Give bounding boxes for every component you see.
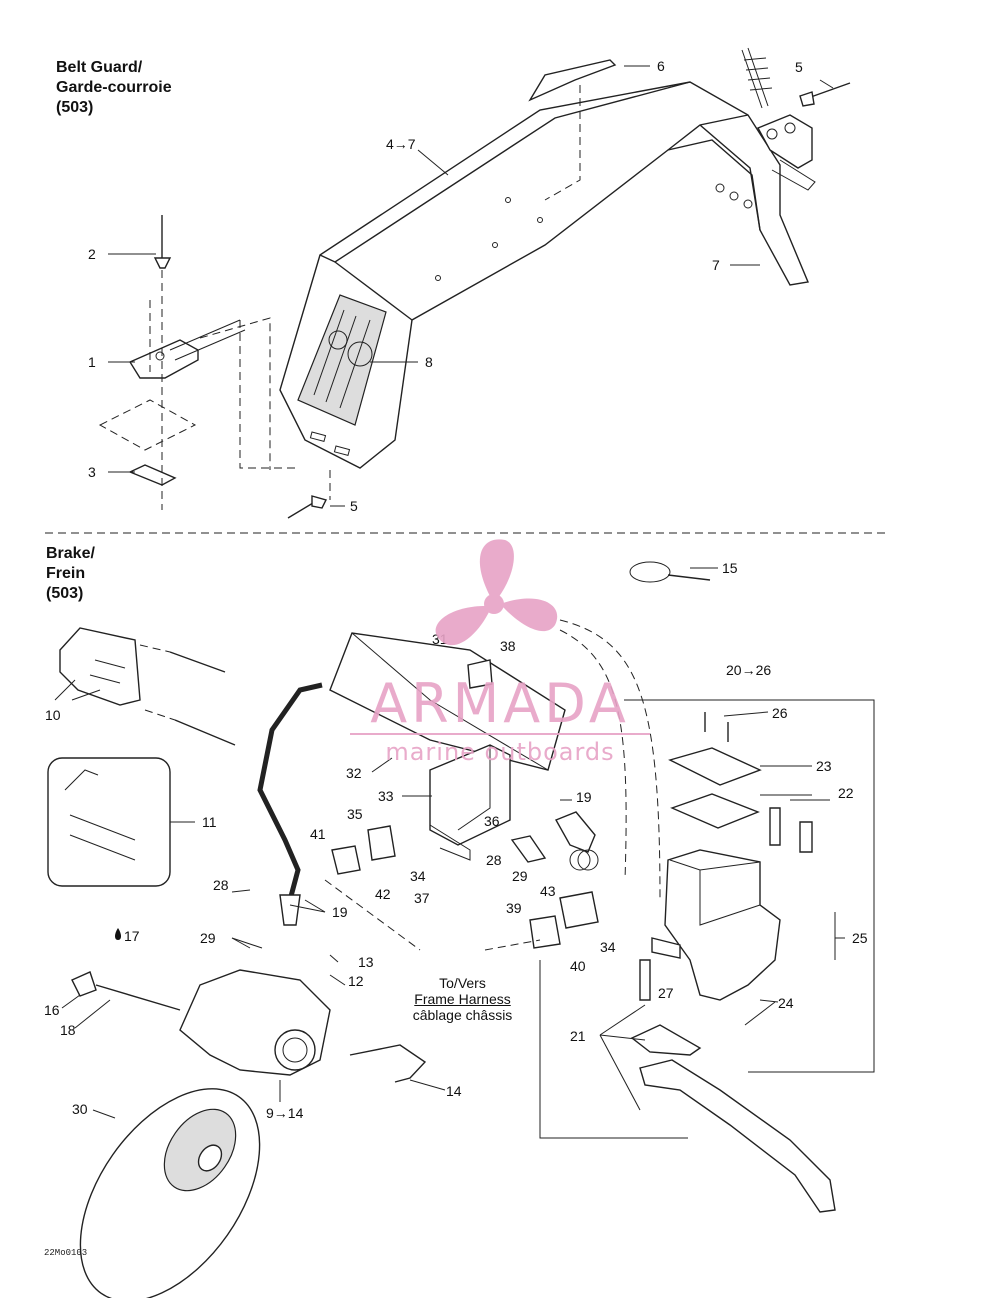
callout-17: 17 <box>124 928 140 944</box>
callout-43: 43 <box>540 883 556 899</box>
callout-33: 33 <box>378 788 394 804</box>
drawing-code: 22Mo0103 <box>44 1248 88 1258</box>
brake-title: Brake/ Frein (503) <box>46 544 95 604</box>
frame-harness-en: Frame Harness <box>414 991 511 1007</box>
callout-32: 32 <box>346 765 362 781</box>
callout-18: 18 <box>60 1022 76 1038</box>
callout-24: 24 <box>778 995 794 1011</box>
belt-guard-title-fr: Garde-courroie <box>56 79 172 96</box>
brake-title-fr: Frein <box>46 565 86 582</box>
callout-34-lower: 34 <box>600 939 616 955</box>
callout-2: 2 <box>88 246 96 262</box>
callout-34-upper: 34 <box>410 868 426 884</box>
callout-16: 16 <box>44 1002 60 1018</box>
callout-42: 42 <box>375 886 391 902</box>
propeller-logo-icon <box>435 539 558 646</box>
callout-30: 30 <box>72 1101 88 1117</box>
callout-labels: 2 1 3 5 5 6 4→7 7 8 15 31 38 20→26 26 23… <box>44 58 868 1121</box>
callout-35: 35 <box>347 806 363 822</box>
callout-27: 27 <box>658 985 674 1001</box>
callout-36: 36 <box>484 813 500 829</box>
callout-13: 13 <box>358 954 374 970</box>
callout-5-bottom: 5 <box>350 498 358 514</box>
callout-38: 38 <box>500 638 516 654</box>
callout-29-left: 29 <box>200 930 216 946</box>
callout-6: 6 <box>657 58 665 74</box>
callout-12: 12 <box>348 973 364 989</box>
callout-19-upper: 19 <box>576 789 592 805</box>
callout-21: 21 <box>570 1028 586 1044</box>
grease-drop-icon <box>115 928 121 940</box>
belt-guard-title-en: Belt Guard/ <box>56 59 143 76</box>
callout-20-26: 20→26 <box>726 662 771 678</box>
callout-11: 11 <box>202 814 217 830</box>
armada-watermark: ARMADA marine outboards <box>350 539 650 766</box>
brake-model: (503) <box>46 585 84 602</box>
callout-23: 23 <box>816 758 832 774</box>
callout-3: 3 <box>88 464 96 480</box>
frame-harness-to: To/Vers <box>439 975 486 991</box>
callout-15: 15 <box>722 560 738 576</box>
callout-14: 14 <box>446 1083 462 1099</box>
callout-37: 37 <box>414 890 430 906</box>
callout-1: 1 <box>88 354 96 370</box>
callout-26: 26 <box>772 705 788 721</box>
belt-guard-assembly <box>98 47 851 519</box>
kit-box <box>47 757 171 887</box>
callout-9-14: 9→14 <box>266 1105 304 1121</box>
callout-39: 39 <box>506 900 522 916</box>
frame-harness-note: To/Vers Frame Harness câblage châssis <box>395 975 530 1023</box>
belt-guard-title: Belt Guard/ Garde-courroie (503) <box>56 58 172 118</box>
frame-harness-fr: câblage châssis <box>412 1007 513 1023</box>
callout-25: 25 <box>852 930 868 946</box>
watermark-brand: ARMADA <box>370 672 630 735</box>
belt-guard-model: (503) <box>56 99 94 116</box>
callout-4-7: 4→7 <box>386 136 416 152</box>
callout-28-right: 28 <box>486 852 502 868</box>
callout-41: 41 <box>310 826 326 842</box>
callout-19-lower: 19 <box>332 904 348 920</box>
brake-title-en: Brake/ <box>46 545 95 562</box>
callout-40: 40 <box>570 958 586 974</box>
callout-8: 8 <box>425 354 433 370</box>
brake-assembly <box>47 561 875 1298</box>
callout-29-right: 29 <box>512 868 528 884</box>
callout-leaders <box>54 65 845 1119</box>
callout-7: 7 <box>712 257 720 273</box>
callout-5-top: 5 <box>795 59 803 75</box>
callout-22: 22 <box>838 785 854 801</box>
watermark-tagline: marine outboards <box>385 738 614 766</box>
callout-28-left: 28 <box>213 877 229 893</box>
watermark-rule <box>350 733 650 735</box>
callout-10: 10 <box>45 707 61 723</box>
